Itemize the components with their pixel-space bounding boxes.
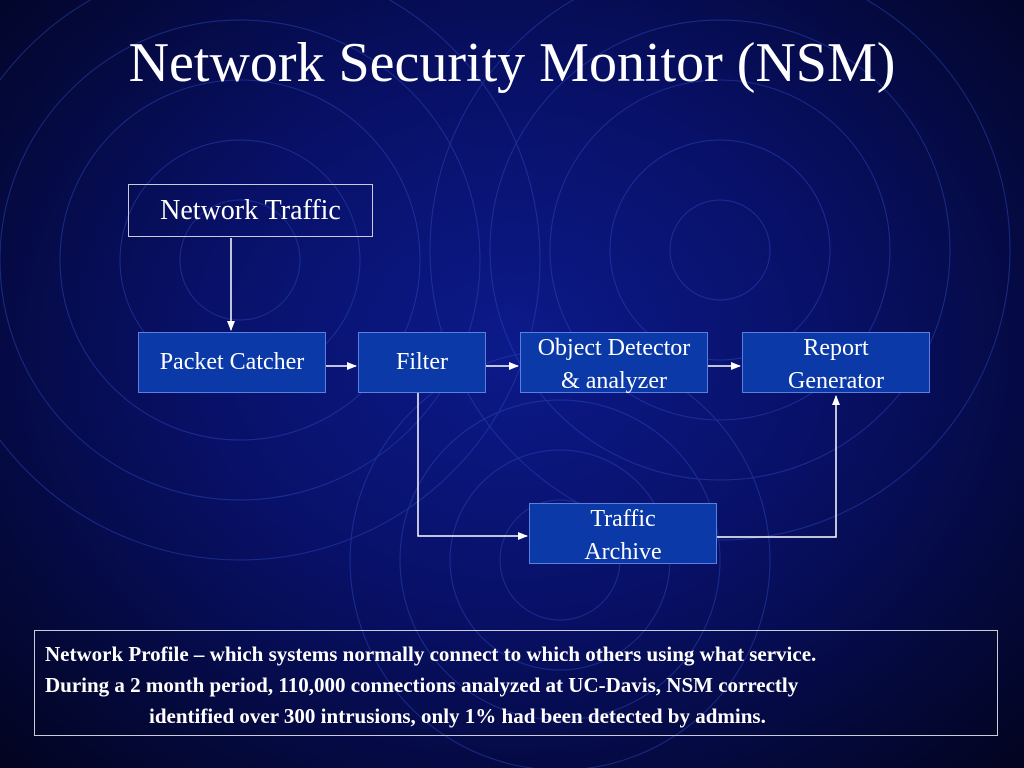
node-report-generator-label: Report Generator xyxy=(788,335,884,394)
network-profile-note: Network Profile – which systems normally… xyxy=(34,630,998,736)
node-filter: Filter xyxy=(358,332,486,393)
node-packet-catcher: Packet Catcher xyxy=(138,332,326,393)
node-object-detector: Object Detector & analyzer xyxy=(520,332,708,394)
arrow-filter-to-archive xyxy=(417,393,528,540)
node-traffic-archive: Traffic Archive xyxy=(529,503,717,565)
node-object-detector-label: Object Detector & analyzer xyxy=(537,335,691,394)
note-line-2: During a 2 month period, 110,000 connect… xyxy=(45,673,799,697)
node-traffic-archive-label: Traffic Archive xyxy=(584,506,662,565)
node-report-generator: Report Generator xyxy=(742,332,930,394)
note-line-3: identified over 300 intrusions, only 1% … xyxy=(149,704,766,728)
arrow-archive-to-report xyxy=(717,395,840,538)
node-network-traffic: Network Traffic xyxy=(128,184,373,237)
slide-title: Network Security Monitor (NSM) xyxy=(128,32,896,94)
note-line-1: Network Profile – which systems normally… xyxy=(45,642,817,666)
